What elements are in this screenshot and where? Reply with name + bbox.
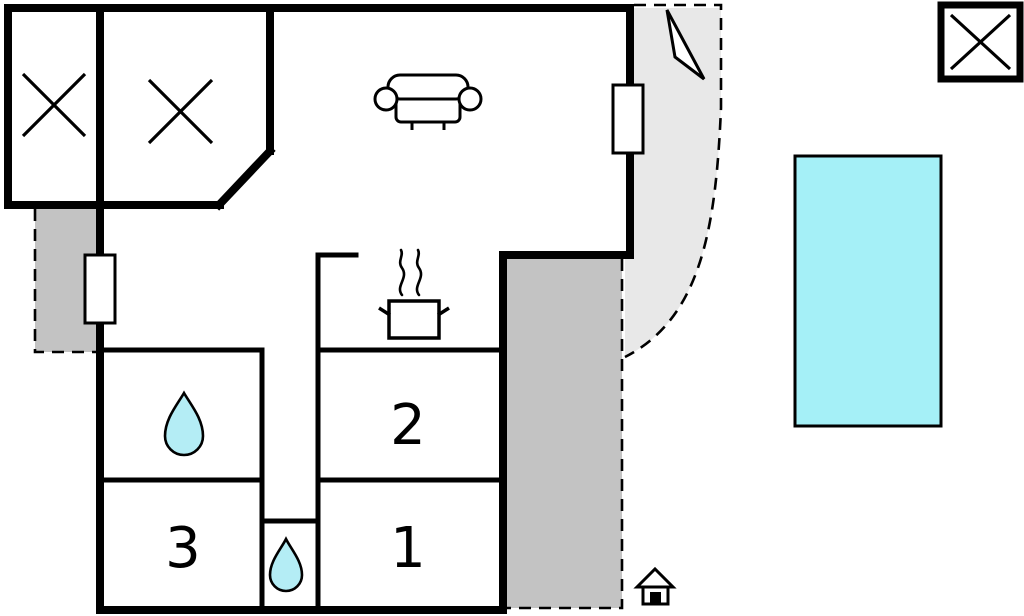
steam-wave bbox=[415, 248, 423, 297]
steam-wave bbox=[398, 248, 406, 297]
dashed-right-terrace-boundary bbox=[507, 259, 624, 610]
dashed-left-terrace-boundary bbox=[33, 209, 96, 354]
x-marks bbox=[21, 1, 1024, 145]
wall-xroom2-diagonal bbox=[213, 145, 276, 211]
boundary-dashed-lines bbox=[33, 3, 723, 610]
x-line bbox=[21, 72, 87, 138]
water-drop-small-icon bbox=[268, 536, 304, 593]
house-entrance-icon bbox=[633, 566, 677, 606]
water-drop-large-icon bbox=[163, 390, 205, 457]
room-labels: 2 1 3 bbox=[165, 393, 426, 581]
house-roof bbox=[633, 566, 677, 589]
water-drops bbox=[163, 390, 304, 593]
window-left-wall bbox=[83, 253, 117, 325]
patio-top-right-area bbox=[625, 8, 721, 357]
north-arrow-icon bbox=[665, 9, 706, 81]
terrace-right-area bbox=[505, 255, 622, 608]
x-line bbox=[147, 78, 214, 145]
x-mark-room-left-icon bbox=[21, 72, 87, 138]
sofa-back bbox=[386, 73, 470, 101]
sofa-icon bbox=[373, 73, 483, 130]
house-door bbox=[650, 592, 661, 604]
dashed-patio-boundary bbox=[624, 3, 723, 359]
pot-handle bbox=[437, 306, 450, 317]
exterior-walls bbox=[4, 4, 634, 614]
x-mark-room-mid-icon bbox=[147, 78, 214, 145]
room-2-label: 2 bbox=[390, 393, 426, 458]
sofa-armrest bbox=[457, 86, 483, 112]
windows bbox=[83, 83, 645, 325]
room-1-label: 1 bbox=[390, 516, 426, 581]
outdoor-areas bbox=[35, 8, 721, 608]
steaming-pot-icon bbox=[378, 248, 450, 340]
interior-walls bbox=[97, 252, 506, 613]
x-line bbox=[949, 13, 1012, 71]
pot-handle bbox=[378, 306, 391, 317]
swimming-pool bbox=[793, 154, 943, 428]
sofa-armrest bbox=[373, 86, 399, 112]
pot-body bbox=[387, 299, 441, 340]
x-mark-outbuilding-icon bbox=[937, 1, 1024, 83]
room-3-label: 3 bbox=[165, 516, 201, 581]
window-right-wall bbox=[611, 83, 645, 155]
